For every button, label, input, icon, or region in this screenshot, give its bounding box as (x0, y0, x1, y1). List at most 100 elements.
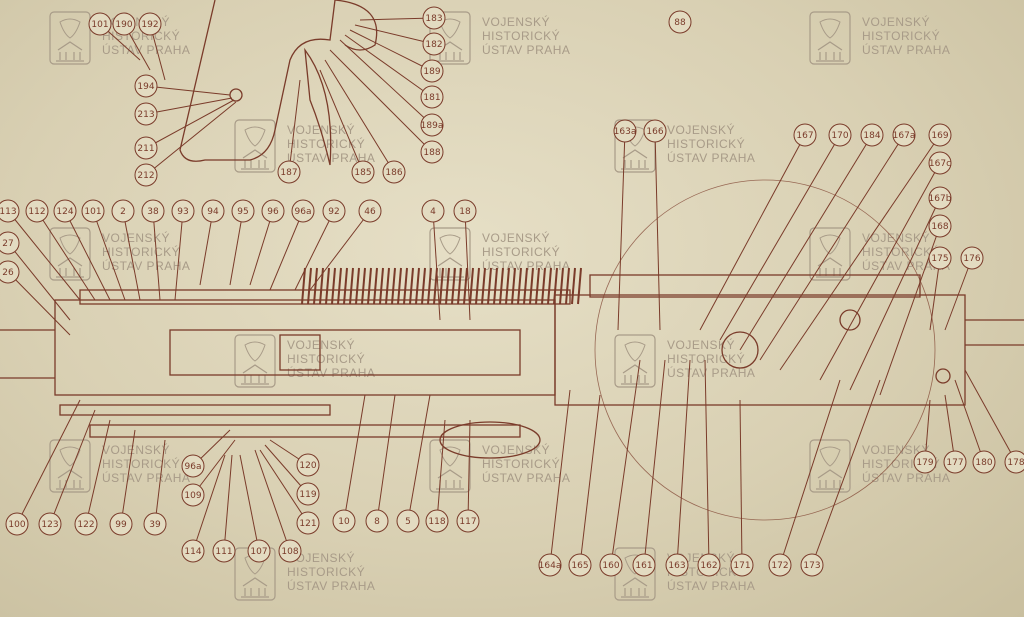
part-callout: 100 (5, 512, 29, 536)
watermark-line: ÚSTAV PRAHA (287, 365, 375, 380)
part-callout: 167c (928, 151, 952, 175)
watermark-line: VOJENSKÝ (102, 442, 170, 457)
trigger (304, 47, 332, 166)
part-number: 100 (8, 520, 25, 530)
lower-guide (89, 424, 521, 438)
part-callout: 114 (181, 539, 205, 563)
lower-rail (59, 404, 331, 416)
leader-line (579, 394, 601, 566)
part-number: 96 (267, 207, 279, 217)
part-number: 192 (141, 20, 158, 30)
leader-line (49, 409, 96, 525)
part-callout: 124 (53, 199, 77, 223)
part-callout: 10 (332, 509, 356, 533)
part-callout: 187 (277, 160, 301, 184)
part-number: 176 (963, 254, 980, 264)
spring-coil (307, 267, 312, 305)
watermark-line: VOJENSKÝ (287, 337, 355, 352)
part-callout: 4 (421, 199, 445, 223)
part-number: 161 (635, 561, 652, 571)
watermark-line: HISTORICKÝ (287, 136, 365, 151)
receiver-top (79, 289, 571, 305)
watermark-line: VOJENSKÝ (862, 14, 930, 29)
leader-line (349, 29, 433, 72)
part-number: 101 (84, 207, 101, 217)
part-number: 172 (771, 561, 788, 571)
spring-coil (331, 267, 336, 305)
pivot-pin (839, 309, 861, 331)
watermark-line: HISTORICKÝ (667, 351, 745, 366)
part-number: 96a (185, 462, 202, 472)
spring-coil (469, 267, 474, 305)
spring-coil (559, 267, 564, 305)
spring-coil (505, 267, 510, 305)
spring-coil (463, 267, 468, 305)
part-callout: 167 (793, 123, 817, 147)
vhu-crest-icon (809, 11, 851, 65)
part-number: 178 (1007, 458, 1024, 468)
leader-line (192, 439, 236, 496)
part-callout: 18 (453, 199, 477, 223)
leader-line (319, 69, 364, 173)
part-number: 121 (299, 519, 316, 529)
leader-line (779, 134, 941, 371)
spring-coil (535, 267, 540, 305)
part-callout: 194 (134, 74, 158, 98)
vhu-crest-icon (429, 227, 471, 281)
spring-coil (379, 267, 384, 305)
spring-coil (571, 267, 576, 305)
part-callout: 27 (0, 231, 20, 255)
leader-line (344, 34, 433, 98)
part-number: 27 (2, 239, 13, 249)
part-callout: 162 (697, 553, 721, 577)
part-callout: 170 (828, 123, 852, 147)
part-callout: 177 (943, 450, 967, 474)
leader-line (704, 359, 710, 566)
spring-coil (433, 267, 438, 305)
part-callout: 163 (665, 553, 689, 577)
leader-line (249, 210, 274, 286)
part-number: 123 (41, 520, 58, 530)
grip-screw (229, 88, 243, 102)
part-number: 180 (975, 458, 992, 468)
part-number: 101 (91, 20, 108, 30)
part-number: 108 (281, 547, 298, 557)
part-callout: 180 (972, 450, 996, 474)
part-number: 117 (459, 517, 476, 527)
spring-coil (523, 267, 528, 305)
leader-line (359, 17, 435, 21)
part-number: 26 (2, 268, 14, 278)
leader-line (64, 210, 111, 301)
part-number: 109 (184, 491, 201, 501)
part-number: 164a (539, 561, 562, 571)
leader-line (223, 454, 233, 552)
spring-coil (427, 267, 432, 305)
watermark-line: VOJENSKÝ (667, 122, 735, 137)
part-callout: 108 (278, 539, 302, 563)
spring-coil (421, 267, 426, 305)
spring-coil (541, 267, 546, 305)
leader-line (154, 439, 166, 525)
part-number: 39 (149, 520, 161, 530)
part-number: 211 (137, 144, 154, 154)
vhu-crest-icon (809, 439, 851, 493)
part-number: 112 (28, 207, 45, 217)
part-callout: 181 (420, 85, 444, 109)
part-number: 93 (177, 207, 188, 217)
spring-coil (325, 267, 330, 305)
leader-line (964, 369, 1017, 463)
spring-coil (367, 267, 372, 305)
watermark-line: ÚSTAV PRAHA (102, 470, 190, 485)
part-number: 179 (916, 458, 933, 468)
part-number: 169 (931, 131, 948, 141)
spring-coil (349, 267, 354, 305)
leader-line (376, 394, 396, 522)
watermark-line: VOJENSKÝ (102, 230, 170, 245)
leader-line (145, 101, 237, 176)
watermark-line: HISTORICKÝ (667, 136, 745, 151)
